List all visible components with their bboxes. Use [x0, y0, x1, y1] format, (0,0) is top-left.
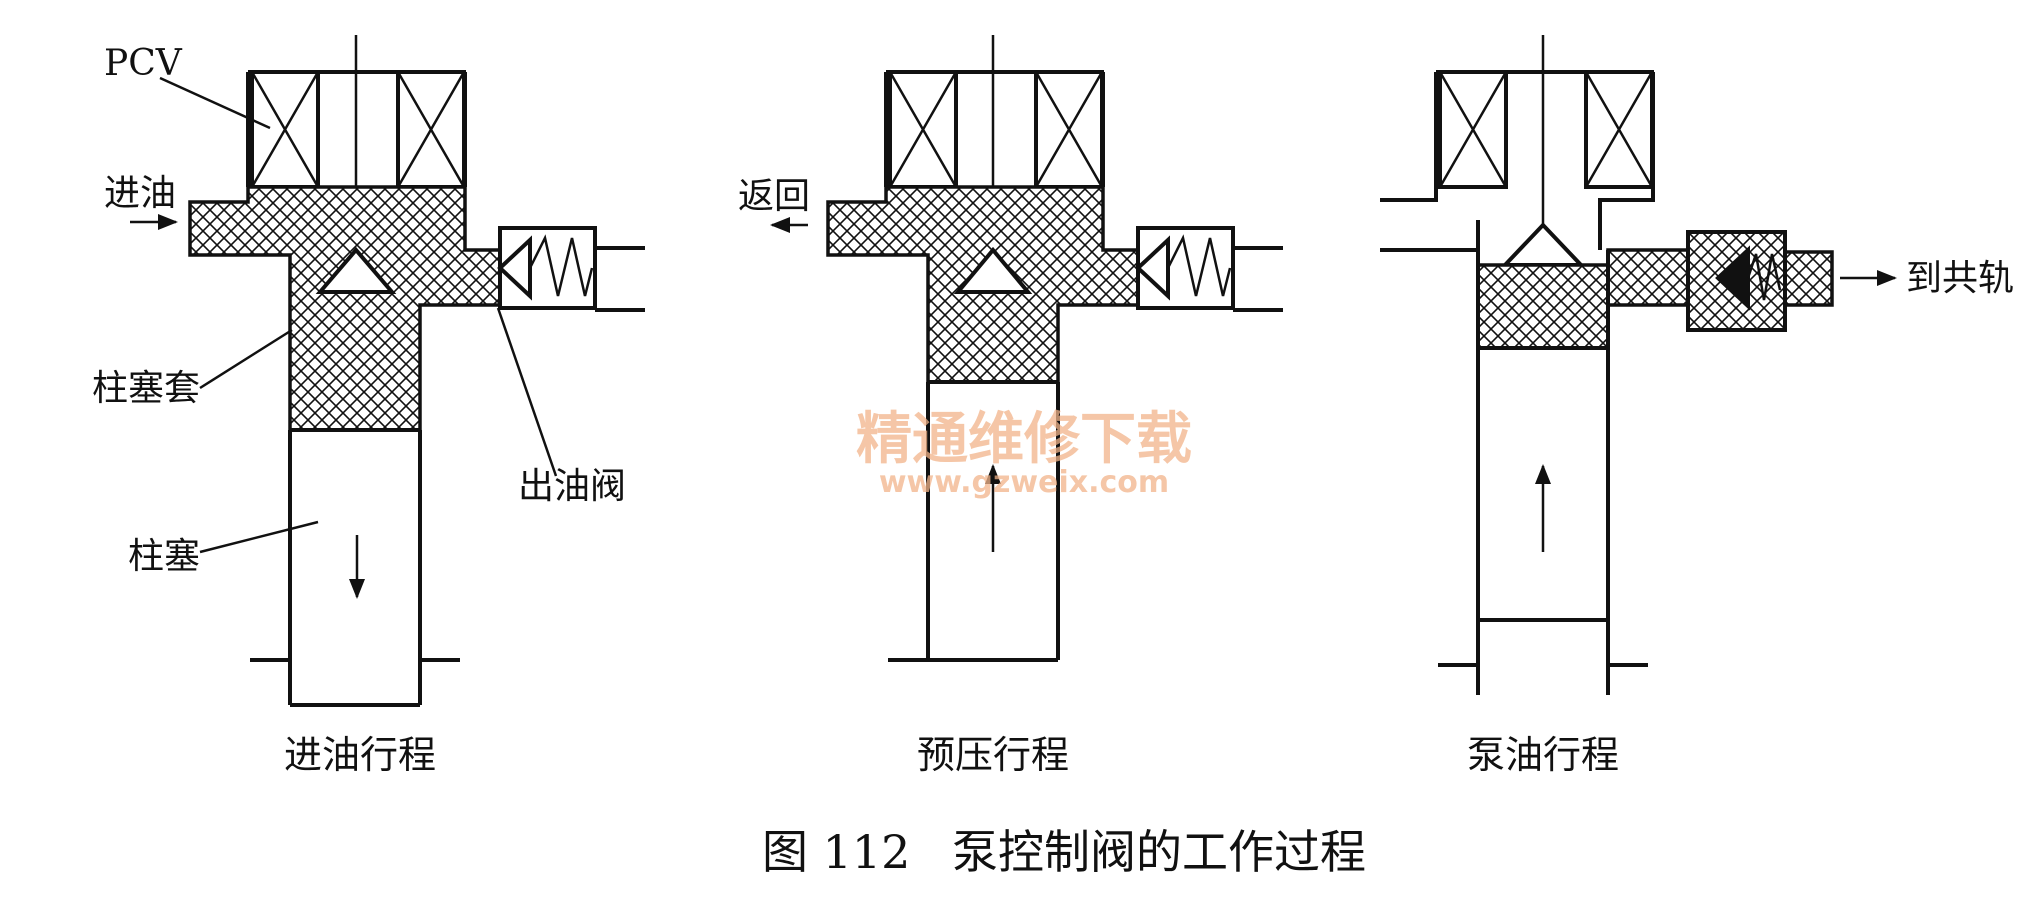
solenoid-coil-right	[1584, 70, 1654, 189]
solenoid-coil-right	[396, 70, 466, 189]
solenoid-coil-right	[1034, 70, 1104, 189]
solenoid-coil-left	[250, 70, 320, 189]
control-valve-cone	[315, 246, 397, 294]
stage-precompression	[770, 35, 1283, 662]
watermark-url: www.gzweix.com	[879, 465, 1169, 500]
outlet-valve	[1686, 230, 1787, 332]
label-to-rail: 到共轨	[1906, 258, 2014, 299]
label-inlet: 进油	[104, 173, 176, 214]
caption-pumping: 泵油行程	[1467, 733, 1619, 777]
label-return: 返回	[738, 176, 810, 217]
solenoid-coil-left	[888, 70, 958, 189]
control-valve-cone	[1500, 222, 1586, 267]
figure-number: 图 112	[762, 825, 910, 879]
control-valve-cone	[953, 246, 1033, 294]
stage-intake	[130, 35, 645, 707]
label-pcv: PCV	[104, 43, 183, 84]
label-plunger-barrel: 柱塞套	[92, 368, 200, 409]
solenoid-coil-left	[1438, 70, 1508, 189]
label-plunger: 柱塞	[128, 536, 200, 577]
fuel-region	[188, 185, 502, 432]
stage-pumping	[1380, 35, 1897, 695]
outlet-valve	[497, 226, 645, 312]
figure-title: 泵控制阀的工作过程	[952, 825, 1366, 879]
watermark-text: 精通维修下载	[856, 407, 1192, 472]
caption-precompression: 预压行程	[917, 733, 1069, 777]
outlet-valve	[1135, 226, 1283, 312]
caption-intake: 进油行程	[284, 733, 436, 777]
label-outlet-valve: 出油阀	[518, 466, 626, 507]
